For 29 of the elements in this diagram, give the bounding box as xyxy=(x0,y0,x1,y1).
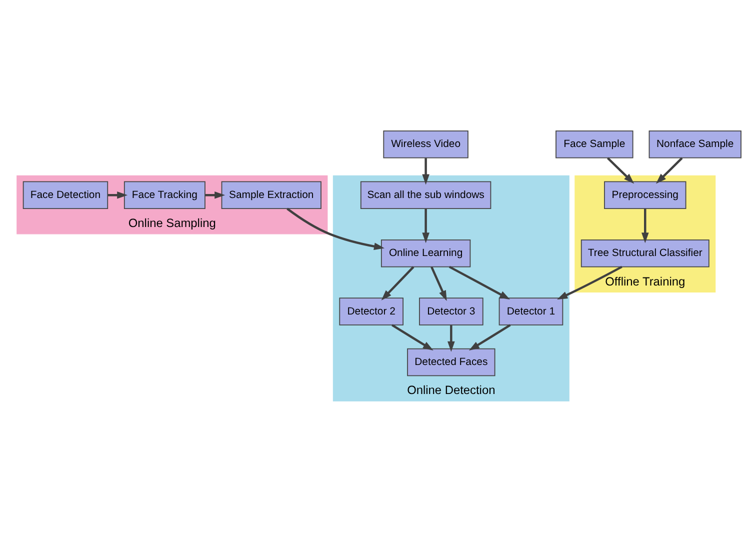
node-box: Face Tracking xyxy=(124,181,206,210)
node-box: Detected Faces xyxy=(407,348,496,376)
node-box: Detector 3 xyxy=(419,298,484,326)
node-box: Tree Structural Classifier xyxy=(580,239,710,268)
arrow xyxy=(422,208,430,244)
arrow xyxy=(205,191,226,199)
node-box: Wireless Video xyxy=(383,130,468,158)
node-box: Nonface Sample xyxy=(648,130,742,158)
arrow xyxy=(286,208,385,250)
node-box: Detector 2 xyxy=(339,298,404,326)
node-box: Face Sample xyxy=(556,130,634,158)
arrow xyxy=(108,191,128,199)
node-box: Sample Extraction xyxy=(221,181,322,210)
arrow xyxy=(656,157,683,184)
arrow xyxy=(468,324,511,351)
arrow xyxy=(448,325,455,352)
arrow xyxy=(381,266,414,300)
node-box: Scan all the sub windows xyxy=(360,181,492,210)
node-box: Face Detection xyxy=(22,181,108,210)
arrow xyxy=(557,266,622,300)
arrow xyxy=(430,266,447,302)
arrow xyxy=(448,266,510,300)
arrow xyxy=(392,324,434,351)
node-box: Online Learning xyxy=(380,239,471,268)
node-box: Detector 1 xyxy=(498,298,564,326)
arrow xyxy=(606,157,634,184)
arrow xyxy=(641,208,649,244)
node-box: Preprocessing xyxy=(604,181,686,210)
arrow xyxy=(422,158,430,185)
